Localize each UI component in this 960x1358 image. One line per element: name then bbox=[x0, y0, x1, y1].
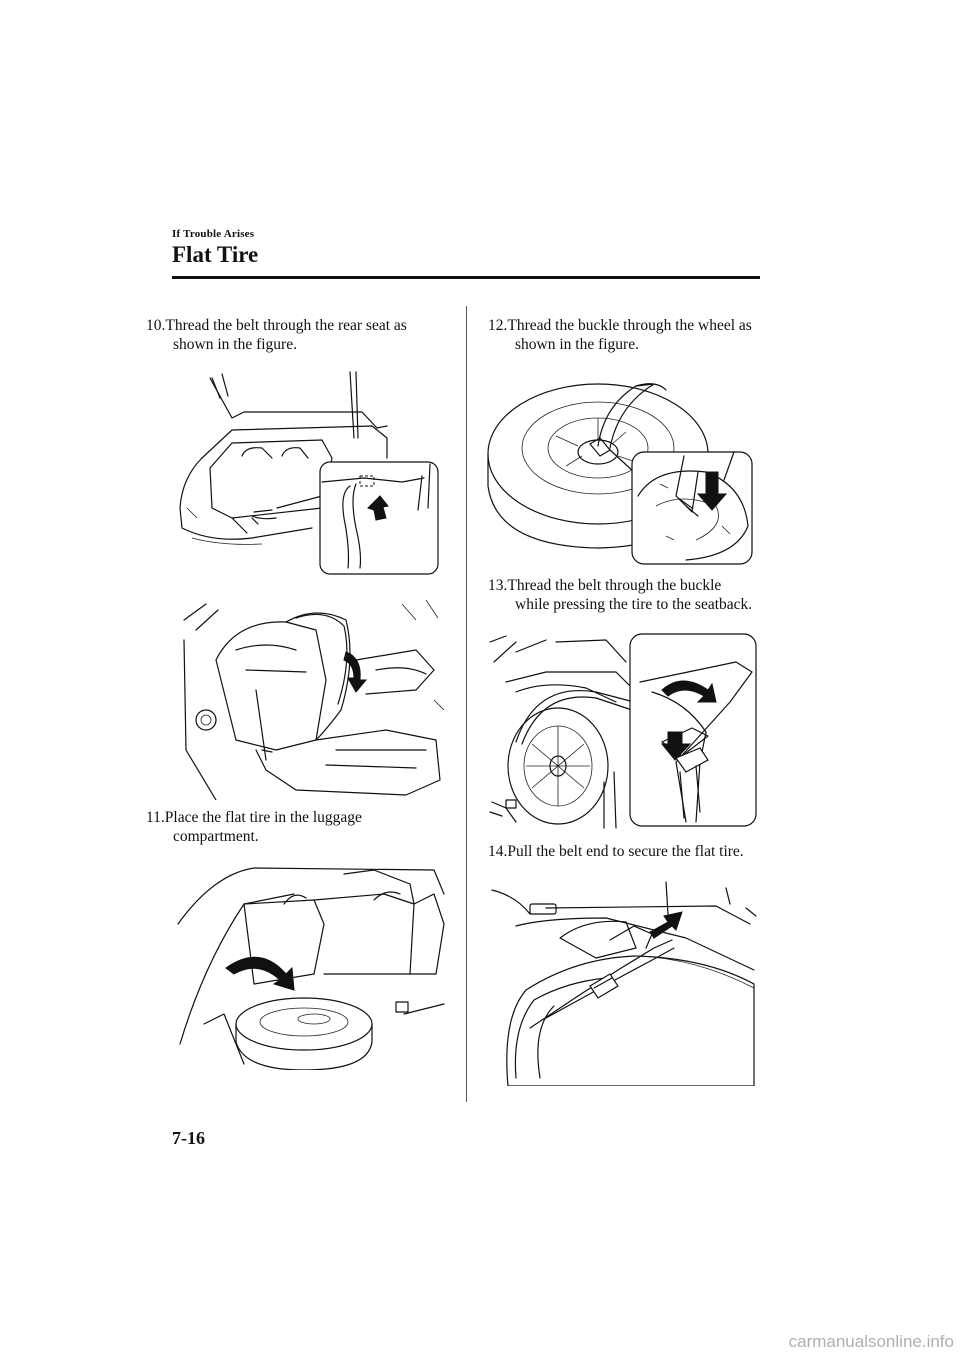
title-rule bbox=[172, 276, 760, 279]
step-12-text: 12.Thread the buckle through the wheel a… bbox=[488, 316, 752, 354]
step-13-line1: 13.Thread the belt through the buckle bbox=[488, 577, 722, 594]
figure-pull-belt-end bbox=[486, 878, 758, 1086]
section-label: If Trouble Arises bbox=[172, 228, 255, 240]
step-14-line1: 14.Pull the belt end to secure the flat … bbox=[488, 843, 744, 860]
step-11-text: 11.Place the flat tire in the luggage co… bbox=[146, 808, 362, 846]
page-title: Flat Tire bbox=[172, 242, 259, 267]
figure-wheel-buckle bbox=[486, 376, 758, 570]
figure-tire-seatback bbox=[486, 632, 758, 832]
figure-rear-seat-belt bbox=[176, 600, 444, 800]
watermark[interactable]: carmanualsonline.info bbox=[788, 1332, 954, 1351]
step-14-text: 14.Pull the belt end to secure the flat … bbox=[488, 842, 744, 861]
step-13-text: 13.Thread the belt through the buckle wh… bbox=[488, 576, 752, 614]
step-10-text: 10.Thread the belt through the rear seat… bbox=[146, 316, 407, 354]
step-10-line1: 10.Thread the belt through the rear seat… bbox=[146, 317, 407, 334]
figure-hatchback-belt bbox=[172, 368, 442, 576]
figure-tire-luggage bbox=[174, 864, 446, 1070]
column-divider bbox=[466, 306, 467, 1102]
step-12-line1: 12.Thread the buckle through the wheel a… bbox=[488, 317, 752, 334]
step-12-line2: shown in the figure. bbox=[515, 336, 639, 353]
step-13-line2: while pressing the tire to the seatback. bbox=[515, 596, 753, 613]
step-10-line2: shown in the figure. bbox=[173, 336, 297, 353]
step-11-line2: compartment. bbox=[173, 828, 259, 845]
page-number: 7-16 bbox=[172, 1128, 205, 1148]
step-11-line1: 11.Place the flat tire in the luggage bbox=[146, 809, 362, 826]
